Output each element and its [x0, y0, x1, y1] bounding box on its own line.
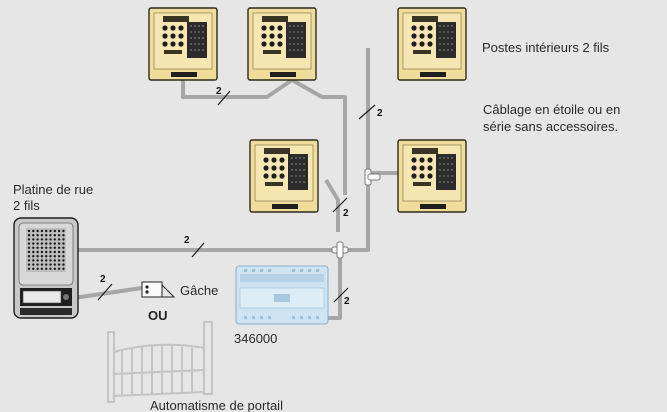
- strike-icon: [141, 281, 176, 298]
- svg-text:bticino: bticino: [175, 72, 191, 78]
- wire-count-label: 2: [184, 235, 190, 246]
- wire-count-label: 2: [344, 296, 350, 307]
- indoor-station: bticino: [148, 7, 218, 81]
- wiring-note-line1: Câblage en étoile ou en: [483, 102, 620, 117]
- door-panel-label-line2: 2 fils: [13, 198, 40, 213]
- indoor-station: bticino: [247, 7, 317, 81]
- gate-label: Automatisme de portail: [150, 398, 283, 412]
- door-panel-label-line1: Platine de rue: [13, 182, 93, 197]
- wiring-note-line2: série sans accessoires.: [483, 119, 618, 134]
- cables: [58, 48, 398, 320]
- wire-count-label: 2: [343, 208, 349, 219]
- indoor-station: bticino: [249, 139, 319, 213]
- module-ref-label: 346000: [234, 331, 277, 346]
- svg-text:bticino: bticino: [424, 72, 440, 78]
- wire-count-label: 2: [100, 274, 106, 285]
- indoor-stations-label: Postes intérieurs 2 fils: [482, 40, 610, 55]
- module-346000: [235, 265, 329, 325]
- svg-text:bticino: bticino: [424, 204, 440, 210]
- indoor-station: bticino: [397, 139, 467, 213]
- or-label: OU: [148, 308, 168, 323]
- gate-drawing: [107, 321, 213, 403]
- door-panel: [13, 217, 79, 319]
- strike-label: Gâche: [180, 283, 218, 298]
- junction-connector: [331, 241, 349, 259]
- indoor-station: bticino: [397, 7, 467, 81]
- svg-text:bticino: bticino: [276, 204, 292, 210]
- wire-count-label: 2: [377, 108, 383, 119]
- svg-text:bticino: bticino: [274, 72, 290, 78]
- wire-ticks: [97, 90, 376, 303]
- wire-count-label: 2: [216, 86, 222, 97]
